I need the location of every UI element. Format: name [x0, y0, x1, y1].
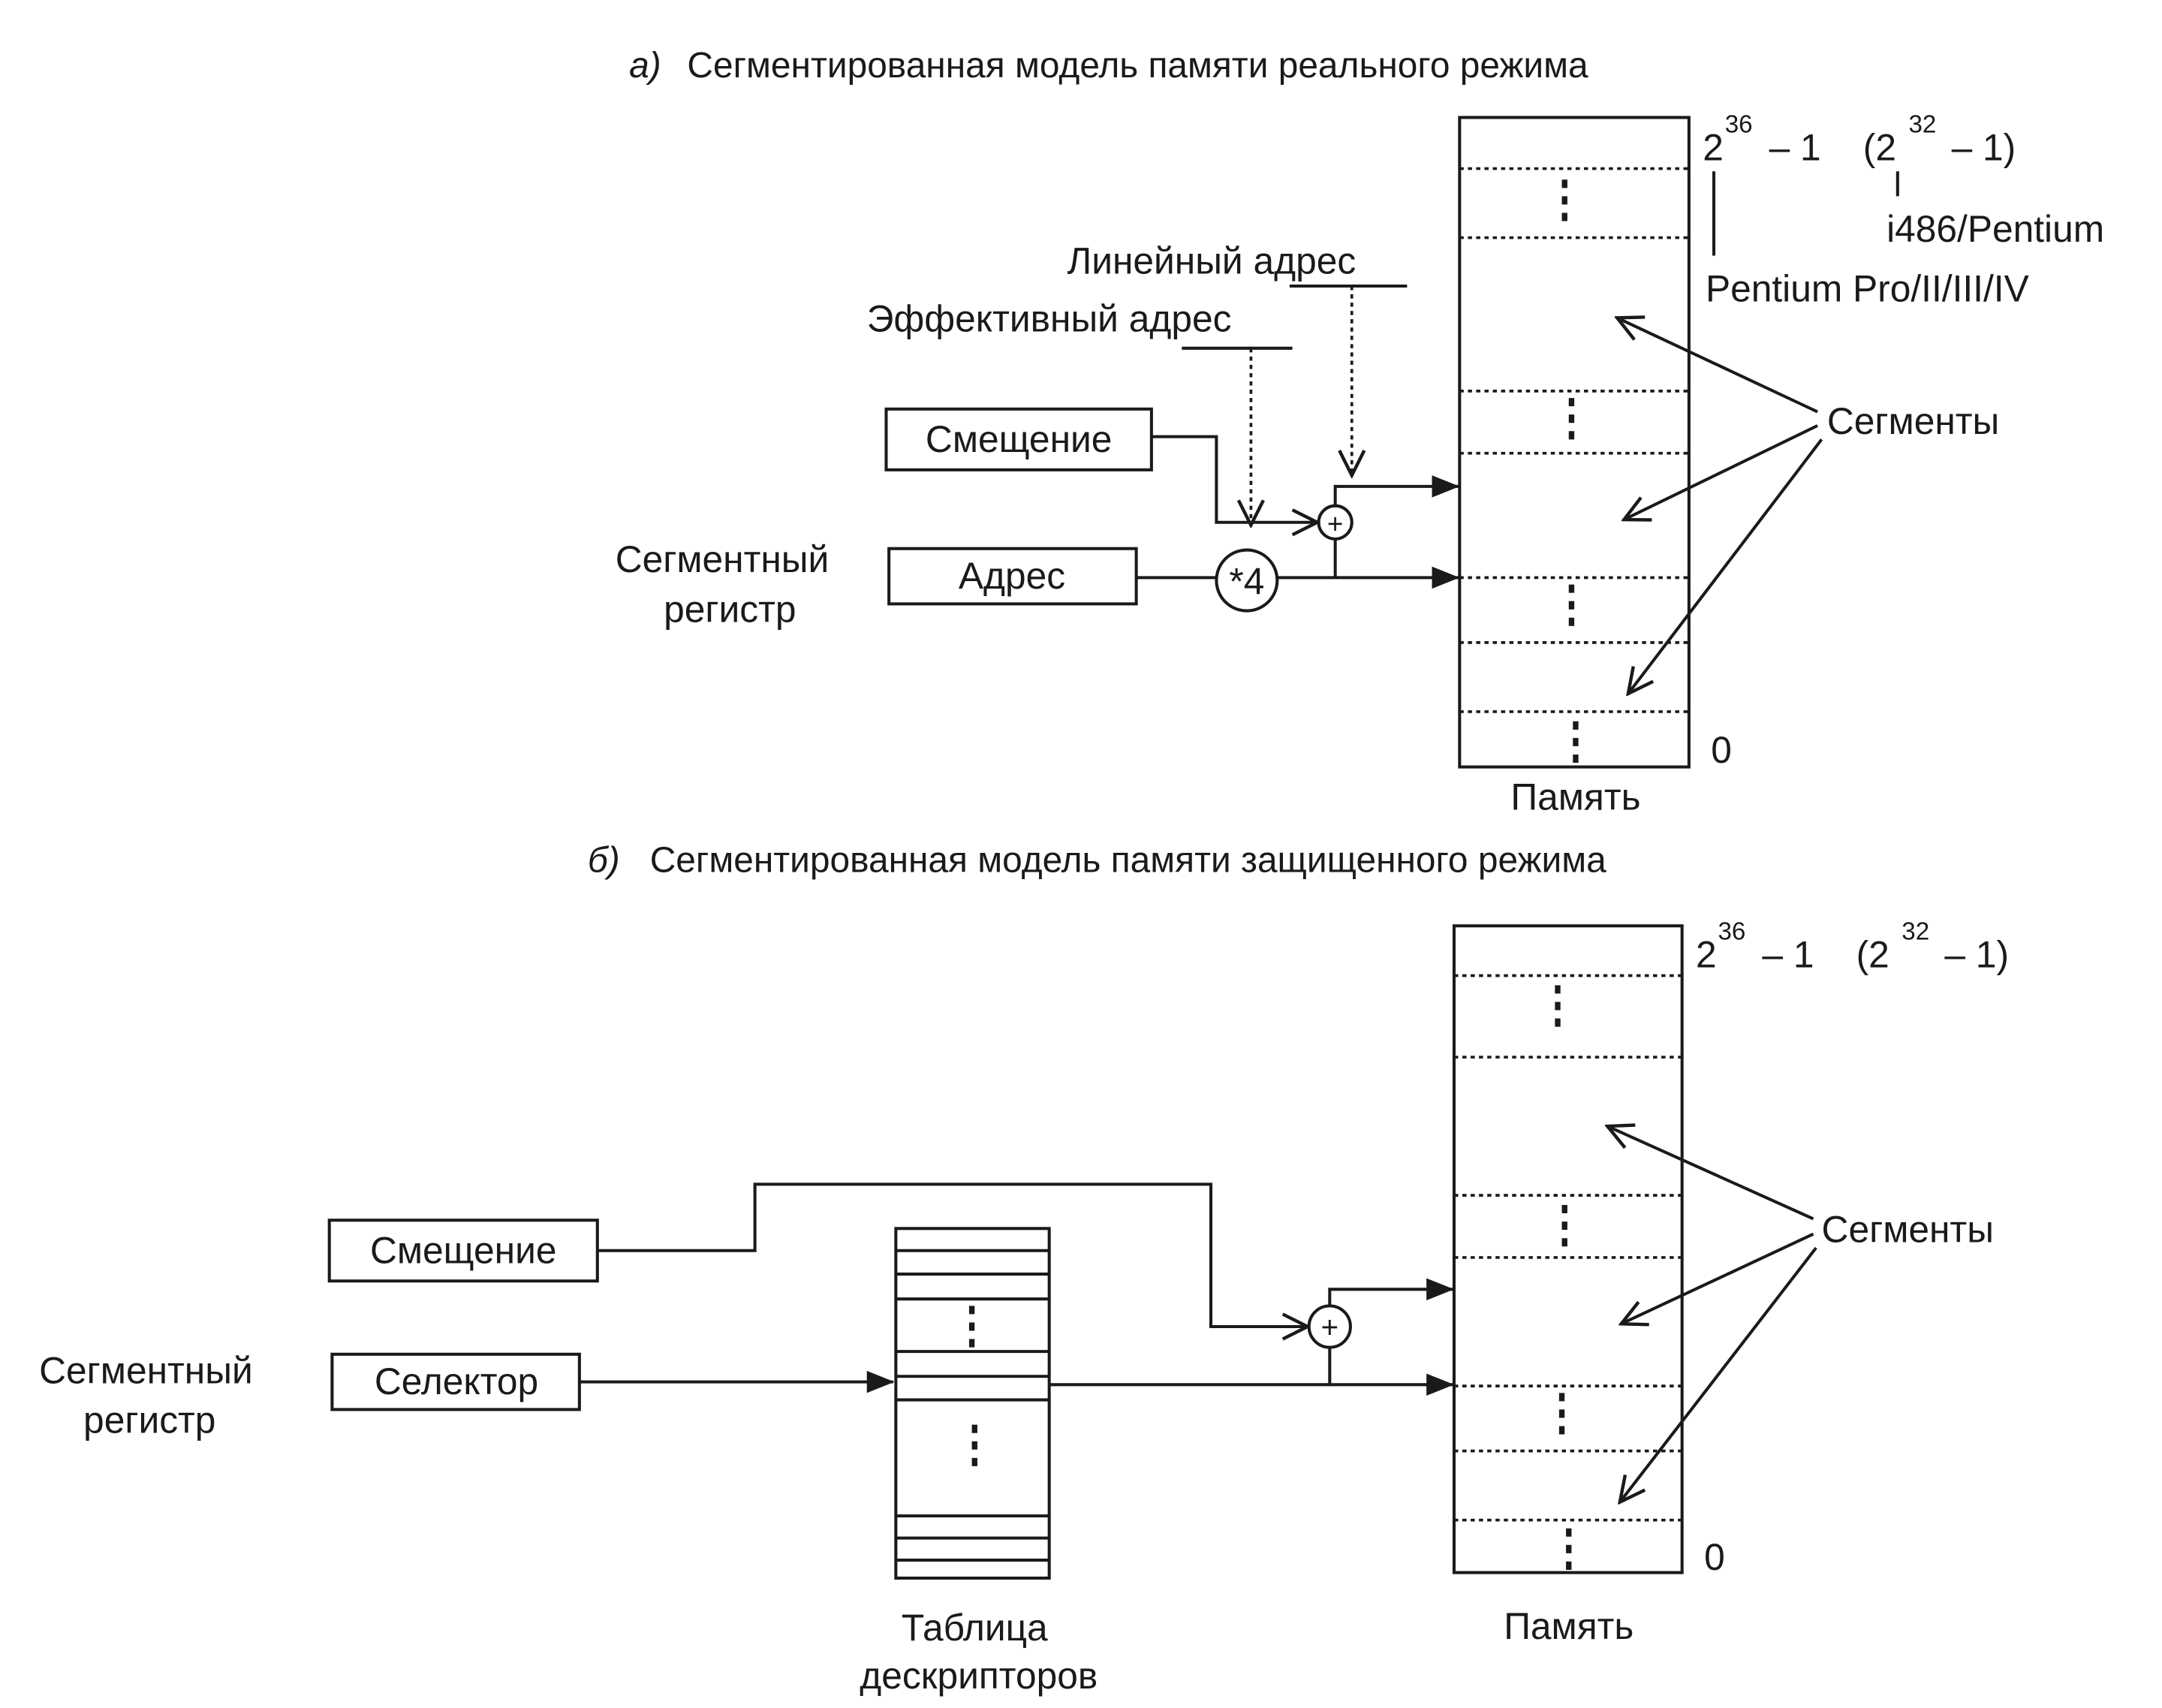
- segment-pointer-arrow: [1620, 1246, 1817, 1502]
- memory-block-b: [1452, 924, 1684, 1574]
- offset-label: Смещение: [370, 1229, 556, 1271]
- segment-pointer-arrow: [1622, 1232, 1814, 1324]
- zero-address-label: 0: [1704, 1536, 1725, 1578]
- plus-label: +: [1320, 1310, 1338, 1345]
- main-cpu-label: Pentium Pro/II/III/IV: [1706, 267, 2029, 309]
- address-label: Адрес: [959, 555, 1065, 597]
- max-address-base: 2: [1703, 127, 1724, 169]
- segment-pointer-arrow: [1617, 318, 1818, 414]
- max-address-exp: 36: [1725, 111, 1753, 139]
- part-b-title: Сегментированная модель памяти защищенно…: [650, 840, 1606, 880]
- memory-block-a: [1458, 116, 1691, 769]
- segment-register-label-2: регистр: [664, 588, 796, 630]
- selector-label: Селектор: [375, 1360, 538, 1402]
- offset-box: [884, 407, 1153, 471]
- segment-register-label: Сегментный: [616, 538, 830, 580]
- alt-max-address-exp: 32: [1902, 918, 1929, 946]
- part-a-letter: а): [629, 46, 661, 86]
- segment-pointer-arrow: [1628, 438, 1823, 694]
- memory-label: Память: [1510, 776, 1640, 818]
- multiply-by-4-node: [1215, 548, 1279, 613]
- segment-register-label: Сегментный: [39, 1349, 253, 1391]
- multiply-label: *4: [1229, 560, 1264, 602]
- alt-cpu-label: i486/Pentium: [1886, 208, 2104, 250]
- memory-label: Память: [1504, 1605, 1634, 1647]
- max-address-base: 2: [1696, 933, 1717, 975]
- alt-max-address-base: (2: [1856, 933, 1889, 975]
- effective-address-label: Эффективный адрес: [867, 298, 1232, 340]
- max-address-exp: 36: [1718, 918, 1746, 946]
- offset-label: Смещение: [926, 418, 1112, 460]
- part-a-title: Сегментированная модель памяти реального…: [687, 46, 1588, 86]
- descriptor-table: [894, 1227, 1051, 1580]
- offset-box: [327, 1218, 599, 1283]
- segment-pointer-arrow: [1624, 424, 1818, 520]
- part-b-protected-mode: б) Сегментированная модель памяти защище…: [39, 840, 2009, 1697]
- part-a-real-mode: а) Сегментированная модель памяти реальн…: [616, 46, 2104, 818]
- alt-max-address-exp: 32: [1909, 111, 1937, 139]
- segment-address-box: [887, 547, 1138, 606]
- descriptor-table-label: Таблица: [902, 1607, 1048, 1649]
- plus-label: +: [1327, 508, 1344, 539]
- segment-pointer-arrow: [1607, 1126, 1814, 1221]
- alt-max-address-base: (2: [1863, 127, 1896, 169]
- selector-box: [330, 1352, 581, 1411]
- zero-address-label: 0: [1711, 729, 1732, 771]
- segments-label: Сегменты: [1827, 400, 1999, 442]
- linear-address-label: Линейный адрес: [1067, 239, 1357, 282]
- alt-max-address-minus: – 1): [1952, 127, 2016, 169]
- segment-register-label-2: регистр: [83, 1399, 215, 1441]
- alt-max-address-minus: – 1): [1944, 933, 2009, 975]
- segments-label: Сегменты: [1822, 1209, 1994, 1251]
- max-address-minus: – 1: [1762, 933, 1814, 975]
- descriptor-table-label-2: дескрипторов: [860, 1655, 1098, 1697]
- part-b-letter: б): [588, 840, 620, 880]
- max-address-minus: – 1: [1769, 127, 1821, 169]
